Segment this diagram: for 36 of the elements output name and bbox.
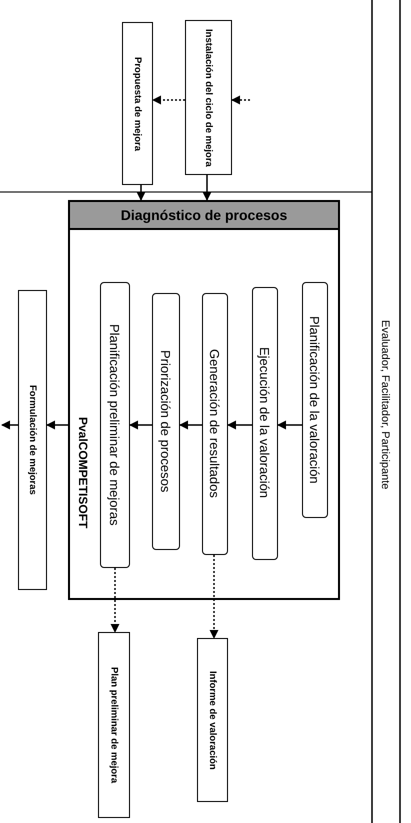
node-label: Ejecución de la valoración [257,347,272,499]
process-box [100,282,130,568]
arrow [136,185,146,201]
arrow [231,96,250,104]
arrow [46,420,68,430]
process-box [185,20,232,175]
process-box [152,292,180,550]
process-box [18,290,47,590]
node-label: Formulación de mejoras [27,385,38,495]
node-label: Instalación del ciclo de mejora [203,28,214,166]
arrow [179,420,202,430]
node-label: Plan preliminar de mejora [108,666,120,784]
lane-label: Evaluador, Facilitador, Participante [379,320,391,490]
node-label: Informe de valoración [207,670,218,770]
process-box [202,292,228,554]
process-box [302,282,328,518]
node-label: Generación de resultados [207,349,222,498]
arrow [110,568,120,633]
arrow [210,555,218,639]
arrow [202,175,212,201]
process-group-box [68,200,340,600]
process-box [252,286,278,560]
arrow [152,96,185,104]
node-label: Planificación preliminar de mejoras [107,324,122,526]
node-label: Propuesta de mejora [132,56,143,150]
group-header: Diagnóstico de procesos [70,202,338,230]
arrow [129,420,152,430]
arrow [277,420,302,430]
arrow [227,420,252,430]
node-label: Priorización de procesos [158,350,173,492]
document-box [122,22,153,185]
arrow [1,420,18,430]
document-box [197,638,228,802]
group-title: PvalCOMPETISOFT [76,417,90,528]
node-label: Planificación de la valoración [307,316,322,484]
document-box [98,632,130,818]
